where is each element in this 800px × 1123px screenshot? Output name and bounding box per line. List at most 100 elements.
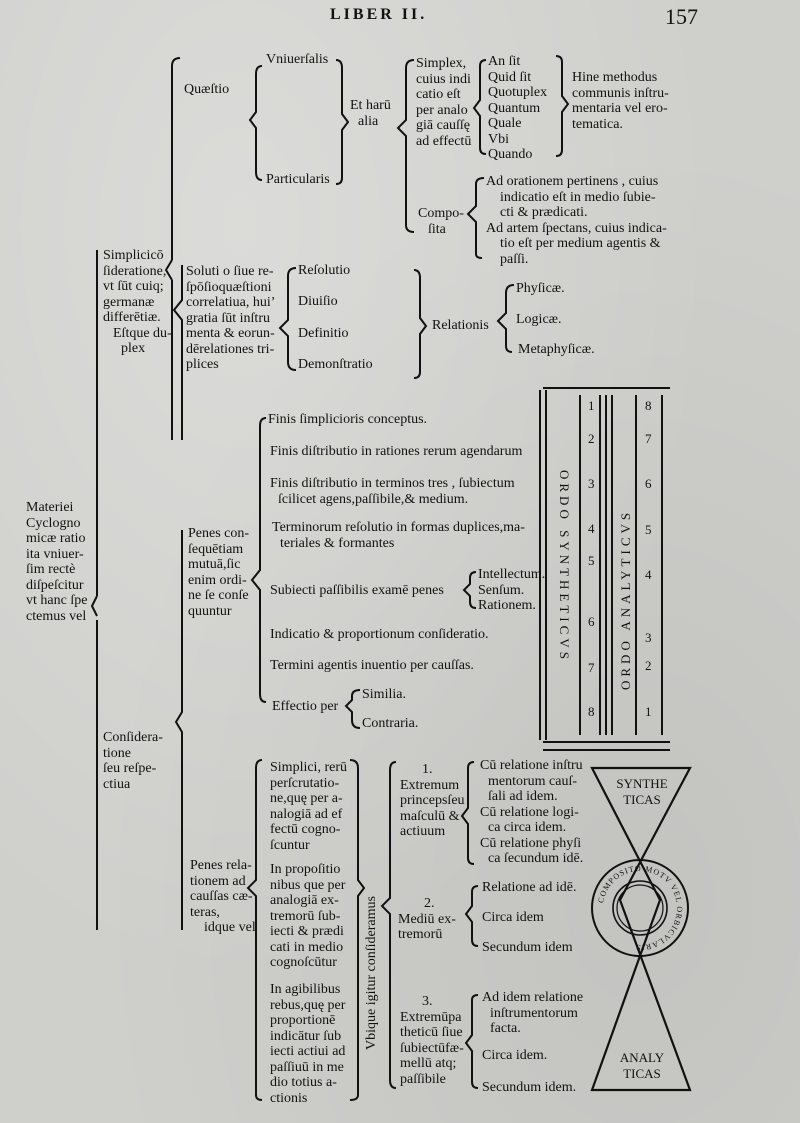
solutio-line: correlatiua, hui’ [186,295,276,310]
synthetic-number: 4 [588,521,595,536]
extremum-item-line: ca ſecundum idē. [488,851,584,866]
mode-line: cati in medio [270,939,344,955]
examen-item: Rationem. [478,598,536,613]
effectio-similia: Similia. [362,687,406,702]
synthetic-number: 5 [588,553,595,568]
analytic-number: 1 [645,704,652,719]
instrument-divisio: Diuiſio [298,294,338,309]
relationem-line: tionem ad [190,873,246,889]
extremum-line: maſculū & [400,808,460,824]
analytic-number: 4 [645,567,652,582]
step-3: Finis diſtributio in terminos tres , ſub… [270,476,515,507]
question-item: Quando [488,147,533,162]
branch2-line: tione [103,745,131,761]
simplex-line: per analo [416,102,468,118]
branch1-line: germanæ [103,294,155,310]
root-line: vt hanc ſpe [26,593,88,608]
effectio-contraria: Contraria. [362,716,419,731]
simplex-label: Simplex, cuius indi catio eſt per analo … [416,56,471,149]
question-item: Quale [488,116,522,131]
instrument-definitio: Definitio [298,326,349,341]
relation-physicae: Phyſicæ. [516,281,565,296]
consequentiam-line: ne ſe conſe [188,588,249,603]
synthetic-number: 1 [588,398,595,413]
relationem-line: Penes rela- [190,858,252,873]
step-6: Indicatio & proportionum conſideratio. [270,627,489,642]
extremum-number: 1. [422,762,433,777]
analytic-number: 2 [645,658,652,673]
extremum-item-line: facta. [490,1021,521,1036]
mode-line: iecti & prædi [270,924,344,939]
instrument-resolutio: Reſolutio [298,263,351,278]
mode-line: ctionis [270,1090,308,1106]
extremum-line: princepsſeu [400,793,465,808]
composita-item-line: cti & prædicati. [500,205,588,220]
ordo-analyticus-label: ORDO ANALYTICVS [618,508,633,690]
mode-line: In propoſitio [270,862,341,877]
branch1-label: Simplicicō ſideratione, vt ſūt cuiq; ger… [103,248,172,357]
analytic-number: 5 [645,522,652,537]
extremum-line: Extremūpa [400,1009,462,1025]
hourglass-bottom-line: TICAS [623,1065,661,1081]
mode-3: In agibilibus rebus,quę per proportionē … [270,982,345,1106]
step-3-line: Finis diſtributio in terminos tres , ſub… [270,476,515,491]
solutio-line: Soluti o ſiue re- [186,264,274,279]
consequentiam-line: quuntur [188,603,232,619]
mode-line: fectū cogno- [270,822,341,837]
step-4: Terminorum reſolutio in formas duplices,… [272,520,525,551]
mode-1: Simplici, rerū perſcrutatio- ne,quę per … [270,760,347,853]
question-item: Quid ſit [488,69,532,85]
extremum-1: 1. Extremum princepsſeu maſculū & actiuu… [400,762,465,840]
composita-item-line: paſſi. [500,251,529,267]
simplex-line: cuius indi [416,71,471,87]
extremum-3: 3. Extremūpa theticū ſiue ſubiectūfæ- me… [400,994,464,1087]
relationem-line: cauſſas cæ- [190,889,253,904]
extremum-item-line: Cū relatione logi- [480,804,579,820]
root-line: diſpeſcitur [26,577,84,593]
root-label: Materiei Cyclogno micæ ratio ita vniuer-… [26,500,87,624]
question-item: An ſit [488,54,521,69]
question-item: Quotuplex [488,85,548,100]
consequentiam-line: mutuā,ſic [188,557,241,572]
quaestio-label: Quæſtio [184,82,230,97]
branch1-line: plex [121,341,146,356]
et-harum-line: Et harū [350,98,391,113]
extremum-item-line: ſali ad idem. [488,789,558,804]
extremum-number: 2. [424,896,435,911]
extremum-number: 3. [422,994,433,1009]
relation-logicae: Logicæ. [516,312,562,327]
branch1-line: ſideratione, [103,263,167,279]
extremum-1-items: Cū relatione inſtru mentorum cauſ- ſali … [480,758,583,867]
methodus-line: mentaria vel ero- [572,101,668,116]
branch1-line: vt ſūt cuiq; [103,279,164,294]
extremum-2-item: Circa idem [482,910,544,925]
mode-line: paſſiuū in me [270,1059,344,1075]
extremum-2-item: Relatione ad idē. [482,880,577,895]
composita-item-line: tio eſt per medium agentis & [500,236,661,251]
solutio-label: Soluti o ſiue re- ſpōſioquæſtioni correl… [186,264,275,373]
consequentiam-line: Penes con- [188,526,250,541]
branch2-line: Conſidera- [103,730,163,745]
step-1: Finis ſimplicioris conceptus. [268,412,428,427]
analytic-number: 7 [645,431,652,446]
running-title: LIBER II. [330,6,428,23]
hourglass-bottom-line: ANALY [619,1050,665,1065]
root-line: Cyclogno [26,515,81,531]
extremum-2: 2. Mediū ex- tremorū [398,896,456,943]
question-item: Quantum [488,100,541,116]
mode-line: rebus,quę per [270,997,346,1013]
solutio-line: dērelationes tri- [186,341,275,357]
mode-line: In agibilibus [270,982,341,997]
extremum-2-item: Secundum idem [482,940,573,955]
extremum-line: mellū atq; [400,1056,457,1071]
simplex-line: Simplex, [416,56,467,71]
extremum-3-item: Secundum idem. [482,1080,577,1095]
extremum-3-item: Circa idem. [482,1048,548,1063]
step-4-line: teriales & formantes [280,535,395,551]
ordo-syntheticus-label: ORDO SYNTHETICVS [557,470,572,663]
synthetic-number: 3 [588,476,595,491]
mode-line: ſcuntur [270,837,310,853]
extremum-line: Mediū ex- [398,911,456,927]
synthetic-number: 8 [588,704,595,719]
